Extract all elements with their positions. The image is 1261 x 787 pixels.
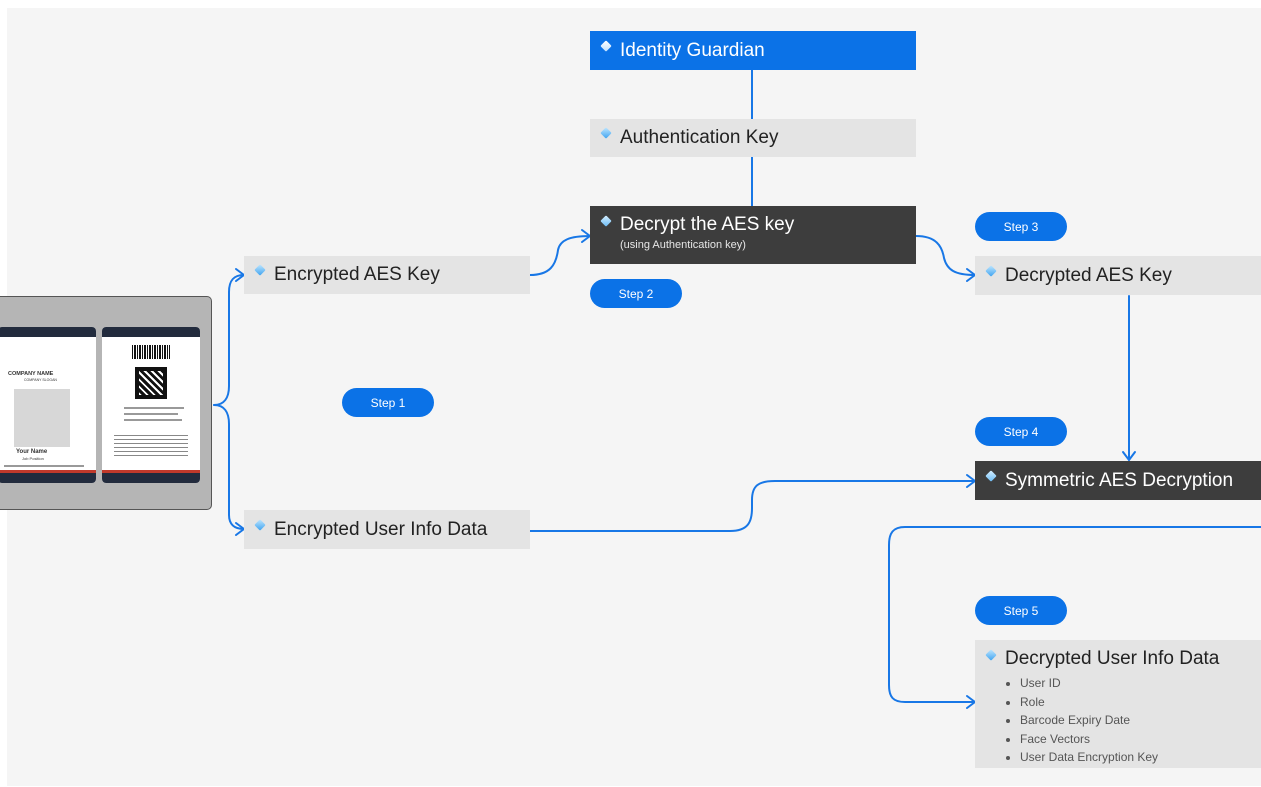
id-card-back [102, 327, 200, 483]
node-diamond-icon [985, 469, 997, 482]
step-4-badge[interactable]: Step 4 [975, 417, 1067, 446]
node-diamond-icon [600, 215, 612, 227]
decrypt-aes-key-label: Decrypt the AES key [620, 214, 795, 235]
barcode-graphic [132, 345, 170, 359]
symmetric-aes-decryption-node[interactable]: Symmetric AES Decryption [975, 461, 1261, 500]
encrypted-aes-key-node[interactable]: Encrypted AES Key [244, 256, 530, 294]
decrypt-aes-key-node[interactable]: Decrypt the AES key (using Authenticatio… [590, 206, 916, 264]
id-card-name: Your Name [16, 449, 48, 455]
identity-guardian-label: Identity Guardian [620, 39, 765, 61]
authentication-key-label: Authentication Key [620, 127, 779, 148]
list-item: Face Vectors [1020, 730, 1219, 749]
decrypt-aes-key-sublabel: (using Authentication key) [620, 239, 746, 251]
node-diamond-icon [600, 39, 612, 52]
decrypted-user-info-list: User ID Role Barcode Expiry Date Face Ve… [1005, 674, 1219, 767]
id-card-company: COMPANY NAME [8, 371, 54, 377]
decrypted-user-info-label: Decrypted User Info Data [1005, 648, 1220, 669]
node-diamond-icon [985, 649, 997, 661]
step-1-badge[interactable]: Step 1 [342, 388, 434, 417]
authentication-key-node[interactable]: Authentication Key [590, 119, 916, 157]
node-diamond-icon [985, 264, 997, 277]
qr-code-graphic [135, 367, 167, 399]
list-item: Role [1020, 693, 1219, 712]
id-card-photo [14, 389, 70, 447]
node-diamond-icon [600, 127, 612, 139]
encrypted-user-info-node[interactable]: Encrypted User Info Data [244, 510, 530, 549]
symmetric-aes-decryption-label: Symmetric AES Decryption [1005, 469, 1234, 491]
decrypted-aes-key-node[interactable]: Decrypted AES Key [975, 256, 1261, 295]
step-5-badge[interactable]: Step 5 [975, 596, 1067, 625]
list-item: Barcode Expiry Date [1020, 711, 1219, 730]
node-diamond-icon [254, 264, 266, 276]
step-2-badge[interactable]: Step 2 [590, 279, 682, 308]
list-item: User ID [1020, 674, 1219, 693]
decrypted-user-info-node[interactable]: Decrypted User Info Data User ID Role Ba… [975, 640, 1261, 768]
step-3-badge[interactable]: Step 3 [975, 212, 1067, 241]
id-card-job: Job Position [22, 456, 44, 461]
decrypted-aes-key-label: Decrypted AES Key [1005, 264, 1172, 286]
node-diamond-icon [254, 518, 266, 531]
id-card-image[interactable]: COMPANY NAME COMPANY SLOGAN Your Name Jo… [0, 296, 212, 510]
identity-guardian-node[interactable]: Identity Guardian [590, 31, 916, 70]
encrypted-user-info-label: Encrypted User Info Data [274, 518, 488, 540]
id-card-front: COMPANY NAME COMPANY SLOGAN Your Name Jo… [0, 327, 96, 483]
encrypted-aes-key-label: Encrypted AES Key [274, 264, 440, 285]
id-card-slogan: COMPANY SLOGAN [24, 378, 57, 382]
list-item: User Data Encryption Key [1020, 748, 1219, 767]
